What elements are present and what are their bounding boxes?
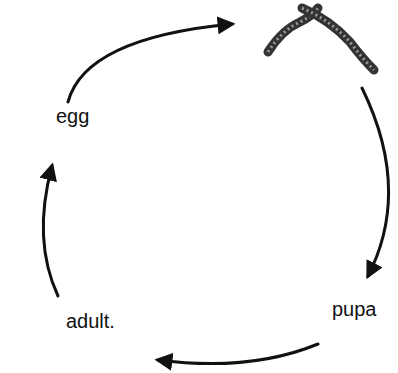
stage-label: pupa	[332, 298, 377, 320]
cycle-arrow	[68, 24, 232, 102]
stage-label: adult.	[66, 310, 115, 332]
stage-label: egg	[56, 105, 89, 127]
cycle-arrow	[43, 166, 58, 296]
cycle-arrow	[158, 344, 318, 364]
larva-illustration	[268, 8, 374, 70]
cycle-arrow	[362, 88, 389, 276]
